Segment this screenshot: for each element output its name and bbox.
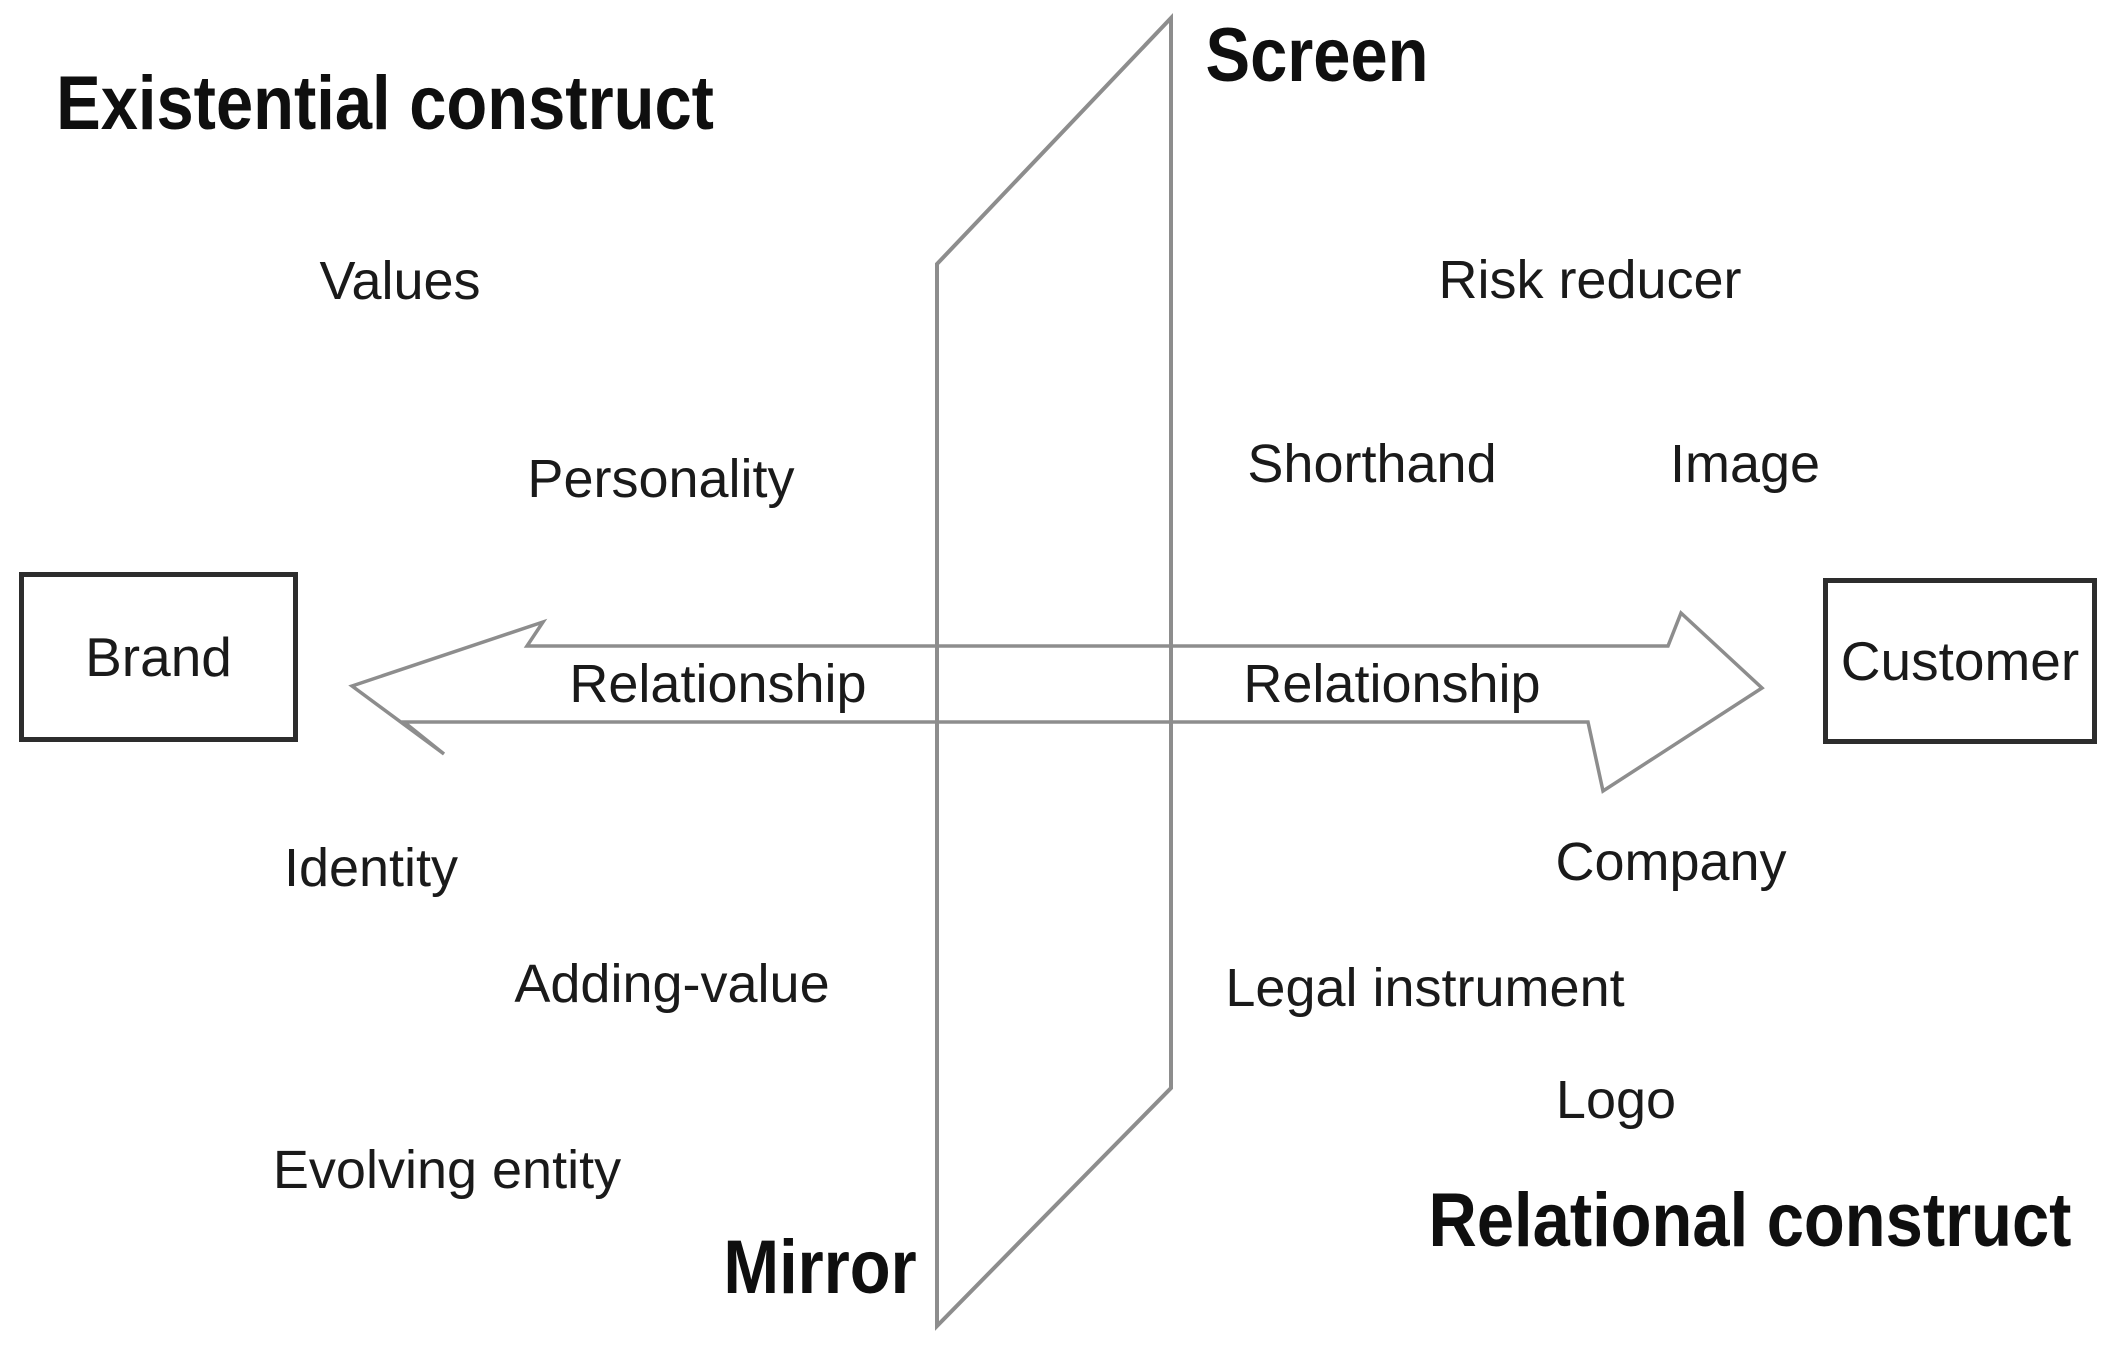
customer-box: Customer (1823, 578, 2097, 744)
screen-label: Screen (1205, 13, 1429, 98)
mirror-label: Mirror (723, 1225, 917, 1310)
label-identity: Identity (283, 838, 459, 898)
label-evolving-entity: Evolving entity (272, 1140, 622, 1200)
label-values: Values (319, 251, 481, 311)
label-logo: Logo (1555, 1070, 1677, 1130)
customer-label: Customer (1840, 629, 2080, 692)
screen-mirror-plane (935, 12, 1173, 1331)
relationship-label-left: Relationship (569, 654, 867, 714)
brand-box: Brand (19, 572, 298, 742)
relational-construct-title: Relational construct (1428, 1178, 2072, 1263)
relationship-label-right: Relationship (1243, 654, 1541, 714)
brand-label: Brand (85, 625, 232, 688)
label-risk-reducer: Risk reducer (1438, 250, 1742, 310)
existential-construct-title: Existential construct (56, 61, 714, 146)
relationship-double-arrow (348, 609, 1765, 794)
label-personality: Personality (527, 449, 795, 509)
label-shorthand: Shorthand (1247, 434, 1497, 494)
label-image: Image (1669, 434, 1821, 494)
label-adding-value: Adding-value (514, 954, 830, 1014)
label-company: Company (1555, 832, 1787, 892)
label-legal-instrument: Legal instrument (1225, 958, 1625, 1018)
